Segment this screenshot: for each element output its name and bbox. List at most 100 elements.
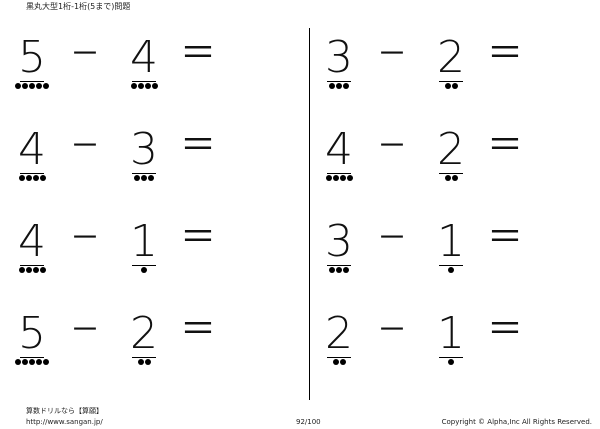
minuend: 3 [321, 214, 357, 284]
problem-item: 4 － 2 ＝ [315, 122, 565, 214]
count-dot [329, 83, 335, 89]
minuend-dots [14, 83, 50, 89]
count-dot [25, 267, 32, 273]
equals-sign: ＝ [180, 217, 217, 258]
problem-item: 3 － 1 ＝ [315, 214, 565, 306]
right-problem-column: 3 － 2 ＝ 4 － 2 ＝ 3 － [315, 30, 565, 398]
count-dot [444, 175, 451, 181]
minuend: 4 [321, 122, 357, 192]
digit-underline [20, 357, 44, 358]
count-dot [137, 359, 144, 365]
minuend: 2 [321, 306, 357, 376]
minuend-digit: 4 [18, 124, 46, 175]
minuend: 4 [14, 214, 50, 284]
digit-underline [132, 81, 156, 82]
subtrahend-digit: 3 [130, 124, 158, 175]
minus-sign: － [377, 313, 407, 348]
count-dot [451, 175, 458, 181]
count-dot [134, 175, 140, 181]
minuend-digit: 3 [325, 216, 353, 267]
digit-underline [327, 81, 351, 82]
count-dot [29, 359, 35, 365]
count-dot [148, 175, 154, 181]
footer-url-link[interactable]: http://www.sangan.jp/ [26, 418, 103, 426]
minus-sign: － [70, 37, 100, 72]
count-dot [451, 83, 458, 89]
count-dot [130, 83, 137, 89]
minuend: 4 [14, 122, 50, 192]
subtrahend: 1 [433, 306, 469, 376]
subtrahend-digit: 2 [437, 124, 465, 175]
minus-sign: － [70, 221, 100, 256]
count-dot [332, 175, 339, 181]
count-dot [325, 175, 332, 181]
subtrahend-digit: 1 [130, 216, 158, 267]
count-dot [39, 175, 46, 181]
minuend-digit: 4 [325, 124, 353, 175]
header-title: 黒丸大型1桁-1桁(5まで)問題 [26, 2, 131, 11]
equals-sign: ＝ [180, 309, 217, 350]
subtrahend: 1 [126, 214, 162, 284]
column-divider [309, 28, 310, 400]
count-dot [36, 359, 42, 365]
digit-underline [132, 357, 156, 358]
subtrahend: 1 [433, 214, 469, 284]
minus-sign: － [70, 313, 100, 348]
digit-underline [327, 173, 351, 174]
count-dot [22, 83, 28, 89]
subtrahend: 3 [126, 122, 162, 192]
count-dot [29, 83, 35, 89]
minuend-dots [321, 359, 357, 365]
minuend-digit: 2 [325, 308, 353, 359]
subtrahend: 4 [126, 30, 162, 100]
minuend-dots [14, 267, 50, 273]
count-dot [32, 175, 39, 181]
count-dot [18, 175, 25, 181]
equals-sign: ＝ [487, 217, 524, 258]
count-dot [329, 267, 335, 273]
subtrahend-dots [433, 267, 469, 273]
subtrahend-digit: 2 [130, 308, 158, 359]
problem-item: 4 － 3 ＝ [8, 122, 258, 214]
minuend-digit: 3 [325, 32, 353, 83]
problem-item: 5 － 4 ＝ [8, 30, 258, 122]
count-dot [343, 267, 349, 273]
count-dot [15, 83, 21, 89]
minuend-dots [321, 83, 357, 89]
count-dot [43, 83, 49, 89]
digit-underline [327, 357, 351, 358]
count-dot [43, 359, 49, 365]
minus-sign: － [70, 129, 100, 164]
left-problem-column: 5 － 4 ＝ 4 － 3 ＝ 4 － [8, 30, 258, 398]
minuend-dots [321, 267, 357, 273]
digit-underline [439, 173, 463, 174]
count-dot [137, 83, 144, 89]
subtrahend-dots [433, 175, 469, 181]
problem-item: 3 － 2 ＝ [315, 30, 565, 122]
digit-underline [20, 81, 44, 82]
count-dot [36, 83, 42, 89]
subtrahend-digit: 2 [437, 32, 465, 83]
minuend-digit: 5 [18, 308, 46, 359]
digit-underline [20, 265, 44, 266]
subtrahend-dots [126, 267, 162, 273]
subtrahend-digit: 1 [437, 308, 465, 359]
subtrahend-digit: 1 [437, 216, 465, 267]
minuend: 5 [14, 306, 50, 376]
count-dot [339, 175, 346, 181]
equals-sign: ＝ [487, 309, 524, 350]
subtrahend: 2 [126, 306, 162, 376]
count-dot [448, 359, 454, 365]
count-dot [346, 175, 353, 181]
minuend-digit: 4 [18, 216, 46, 267]
count-dot [15, 359, 21, 365]
footer-site-name: 算数ドリルなら【算願】 [26, 407, 103, 415]
count-dot [144, 359, 151, 365]
minuend-dots [14, 359, 50, 365]
subtrahend: 2 [433, 122, 469, 192]
equals-sign: ＝ [180, 125, 217, 166]
count-dot [151, 83, 158, 89]
digit-underline [132, 265, 156, 266]
subtrahend-dots [126, 83, 162, 89]
minus-sign: － [377, 221, 407, 256]
